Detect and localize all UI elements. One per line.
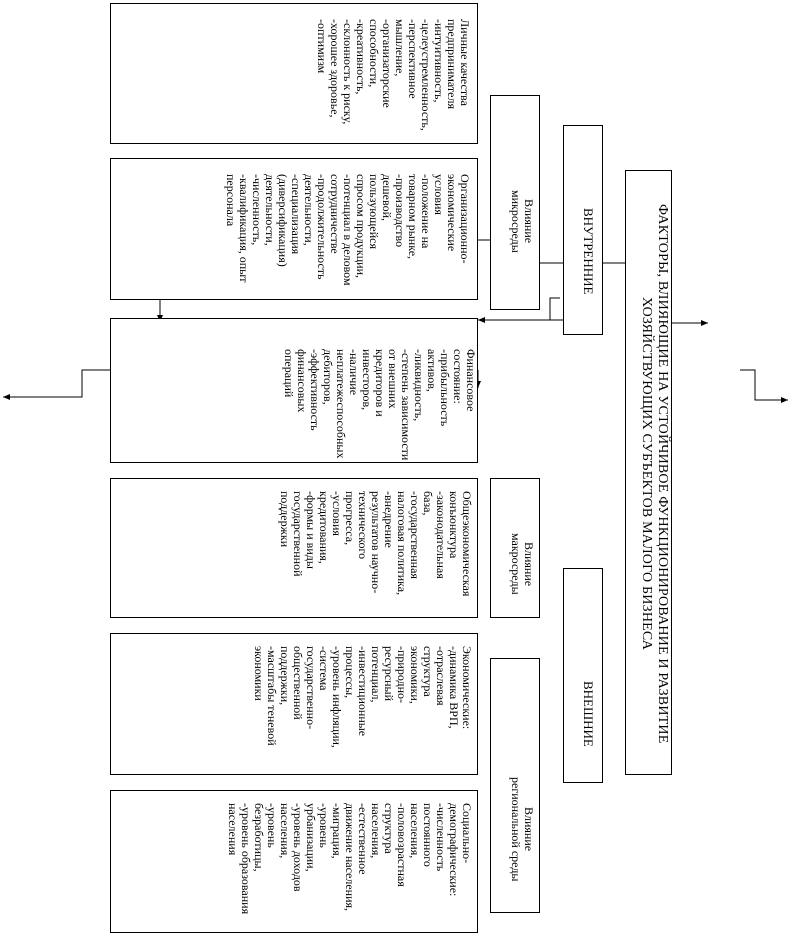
economic-box: Экономические: -динамика ВРП, -отраслева…: [110, 633, 478, 775]
regional-influence-box: Влияние региональной среды: [490, 658, 540, 913]
regional-influence-label: Влияние региональной среды: [509, 776, 536, 882]
financial-text: Финансовое состояние: -прибыльность акти…: [282, 349, 478, 461]
financial-box: Финансовое состояние: -прибыльность акти…: [110, 318, 478, 463]
personal-qualities-text: Личные качества предпринимателя -интуити…: [315, 19, 472, 131]
macro-influence-label: Влияние макросреды: [509, 533, 536, 595]
organizational-text: Организационно- экономические условия -п…: [224, 174, 472, 286]
title-box: ФАКТОРЫ, ВЛИЯЮЩИЕ НА УСТОЙЧИВОЕ ФУНКЦИОН…: [625, 170, 672, 775]
organizational-box: Организационно- экономические условия -п…: [110, 158, 478, 300]
personal-qualities-box: Личные качества предпринимателя -интуити…: [110, 3, 478, 144]
external-label: ВНЕШНИЕ: [581, 681, 596, 747]
title-text: ФАКТОРЫ, ВЛИЯЮЩИЕ НА УСТОЙЧИВОЕ ФУНКЦИОН…: [639, 204, 670, 744]
general-economic-text: Общеэкономическая конъюнктура -законодат…: [278, 491, 474, 597]
social-text: Социально- демографические: -численность…: [226, 803, 474, 915]
social-box: Социально- демографические: -численность…: [110, 790, 478, 933]
internal-box: ВНУТРЕННИЕ: [563, 125, 603, 335]
general-economic-box: Общеэкономическая конъюнктура -законодат…: [110, 478, 478, 618]
micro-influence-label: Влияние микросреды: [509, 189, 536, 253]
micro-influence-box: Влияние микросреды: [490, 95, 540, 310]
external-box: ВНЕШНИЕ: [563, 568, 603, 783]
macro-influence-box: Влияние макросреды: [490, 478, 540, 618]
arrow-title-far-right: [740, 369, 788, 403]
economic-text: Экономические: -динамика ВРП, -отраслева…: [252, 646, 474, 748]
internal-label: ВНУТРЕННИЕ: [581, 207, 596, 295]
